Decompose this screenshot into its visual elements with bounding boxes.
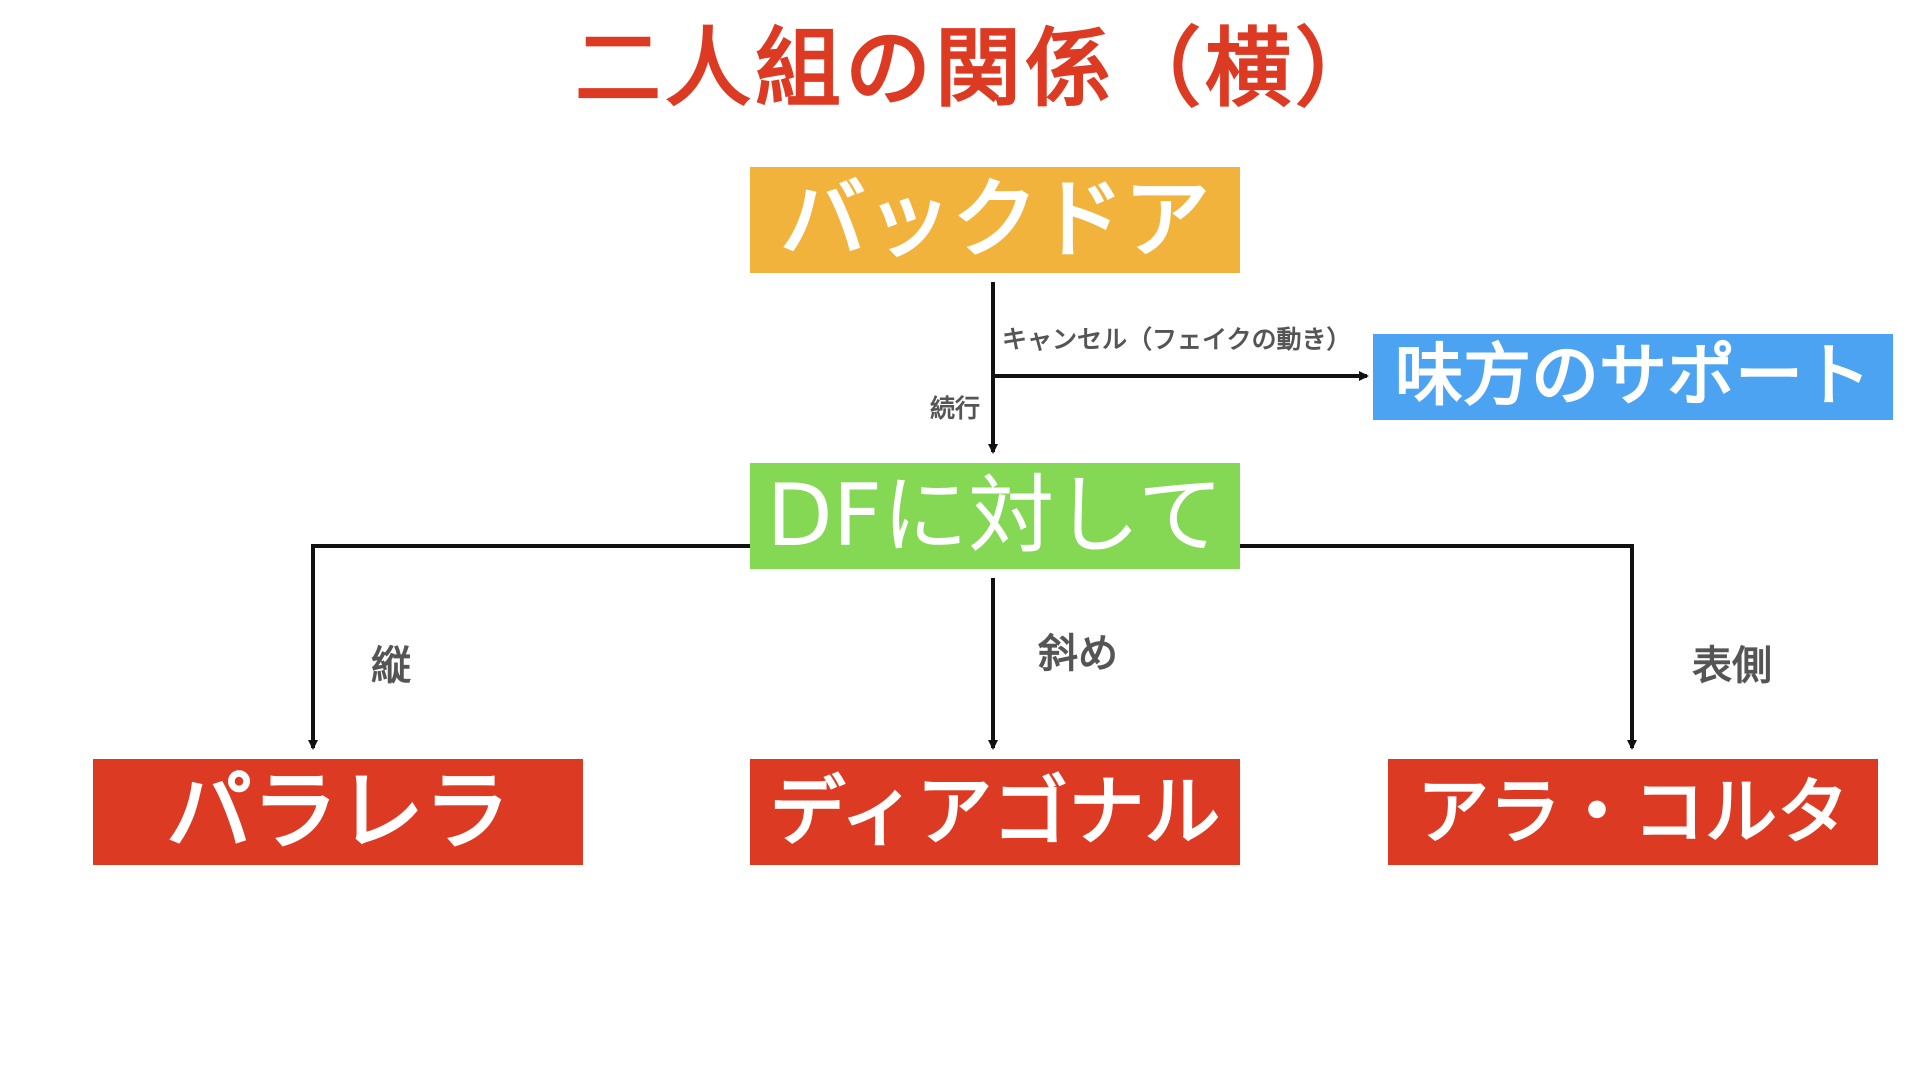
edge-label-front-side: 表側 (1692, 643, 1772, 689)
node-paralela-label: パラレラ (166, 762, 510, 862)
page-title: 二人組の関係（横） (575, 19, 1385, 119)
node-backdoor: バックドア (750, 167, 1240, 273)
node-ala-corta-label: アラ・コルタ (1416, 770, 1849, 854)
node-diagonal: ディアゴナル (750, 759, 1240, 865)
edge-label-diagonal: 斜め (1038, 631, 1118, 677)
node-support: 味方のサポート (1373, 334, 1893, 420)
node-ala-corta: アラ・コルタ (1388, 759, 1878, 865)
node-diagonal-label: ディアゴナル (769, 767, 1221, 856)
arrow-df-to-ala-corta (1238, 544, 1637, 750)
node-backdoor-label: バックドア (780, 170, 1210, 270)
edge-label-vertical: 縦 (371, 643, 411, 689)
node-paralela: パラレラ (93, 759, 583, 865)
arrow-df-to-paralela (308, 544, 750, 750)
edge-label-cancel: キャンセル（フェイクの動き） (1002, 325, 1352, 354)
edge-label-continue: 続行 (930, 394, 981, 423)
node-vs-df-label: DFに対して (766, 466, 1224, 566)
node-vs-df: DFに対して (750, 463, 1240, 569)
node-support-label: 味方のサポート (1394, 337, 1871, 416)
